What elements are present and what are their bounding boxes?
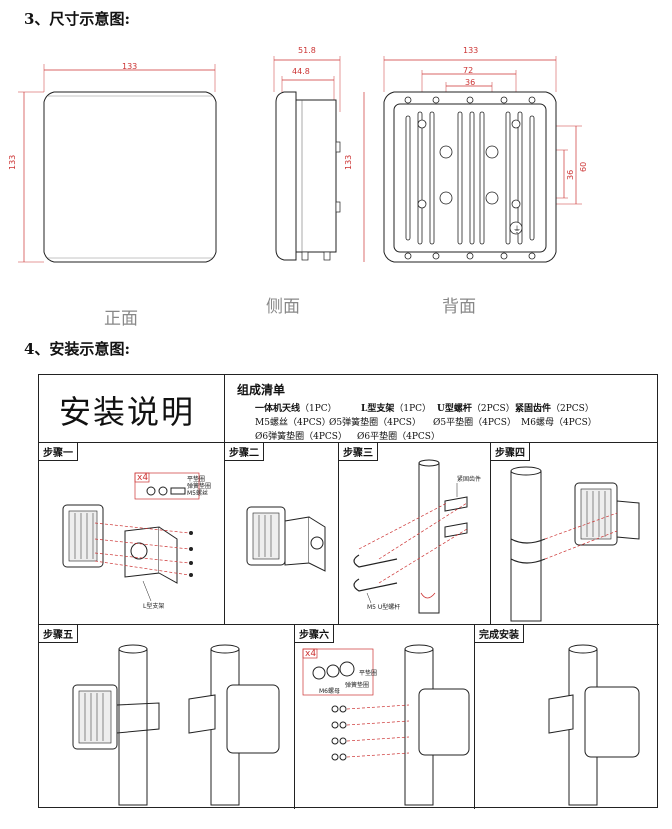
step-2-illustration	[246, 506, 326, 572]
back-view-label: 背面	[442, 297, 476, 317]
back-hole-spacing-y2-dim: 36	[566, 169, 575, 180]
step-3-callout-clamp: 紧固齿件	[457, 475, 481, 483]
step-1-callout-flat-washer: 平垫圈	[187, 475, 205, 483]
front-width-dim: 133	[122, 62, 138, 71]
step-complete-label: 完成安装	[475, 625, 524, 643]
step-1-illustration: x4 平垫圈 弹簧垫圈 M5螺丝 L型支架	[62, 472, 211, 610]
step-6-label: 步骤六	[295, 625, 334, 643]
side-view-label: 侧面	[266, 297, 300, 317]
parts-list-title: 组成清单	[237, 383, 286, 397]
back-hole-spacing-x1-dim: 72	[463, 66, 474, 75]
step-1-panel: 步骤一 x4 平垫圈 弹簧垫圈 M5螺丝 L型支架	[39, 443, 225, 625]
step-4-illustration	[510, 466, 640, 622]
section-3-heading: 3、尺寸示意图:	[24, 10, 130, 28]
step-6-callout-qty: x4	[305, 649, 316, 659]
part-item: Ø6平垫圈（4PCS）	[357, 432, 440, 442]
part-item: 一体机天线（1PC）	[255, 404, 337, 414]
front-height-dim: 133	[8, 154, 17, 170]
part-item: Ø5平垫圈（4PCS）	[433, 418, 516, 428]
part-item: Ø5弹簧垫圈（4PCS）	[329, 418, 421, 428]
part-item: Ø6弹簧垫圈（4PCS）	[255, 432, 347, 442]
section-4-heading: 4、安装示意图:	[24, 340, 130, 358]
step-3-illustration: 紧固齿件 M5 U型螺杆	[353, 459, 481, 614]
step-3-label: 步骤三	[339, 443, 378, 461]
back-hole-spacing-x2-dim: 36	[465, 78, 476, 87]
back-hole-spacing-y1-dim: 60	[579, 161, 588, 172]
part-item: L型支架（1PC）	[361, 404, 432, 414]
install-title: 安装说明	[59, 393, 196, 431]
back-height-dim: 133	[344, 154, 353, 170]
back-width-dim: 133	[463, 46, 479, 55]
step-2-panel: 步骤二	[225, 443, 339, 625]
step-1-label: 步骤一	[39, 443, 78, 461]
step-5-label: 步骤五	[39, 625, 78, 643]
step-1-callout-screw: M5螺丝	[187, 489, 208, 497]
step-4-panel: 步骤四	[491, 443, 659, 625]
side-depth-body-dim: 44.8	[292, 67, 310, 76]
step-5-illustration	[72, 644, 280, 806]
part-item: M5螺丝（4PCS）	[255, 418, 331, 428]
step-3-callout-u-bolt: M5 U型螺杆	[367, 603, 400, 611]
install-title-cell: 安装说明	[39, 375, 225, 443]
step-6-panel: 步骤六 x4 平垫圈 弹簧垫圈 M6螺母	[295, 625, 475, 809]
step-2-label: 步骤二	[225, 443, 264, 461]
step-5-panel: 步骤五	[39, 625, 295, 809]
step-1-part-label: L型支架	[143, 602, 164, 610]
front-view-drawing	[10, 52, 230, 272]
side-depth-total-dim: 51.8	[298, 46, 316, 55]
step-6-callout-flat-washer: 平垫圈	[359, 669, 377, 677]
part-item: U型螺杆（2PCS）	[437, 404, 515, 414]
step-6-illustration: x4 平垫圈 弹簧垫圈 M6螺母	[302, 644, 470, 806]
back-view-drawing: ⏚	[350, 52, 590, 272]
step-6-callout-spring-washer: 弹簧垫圈	[345, 681, 369, 689]
svg-text:⏚: ⏚	[513, 225, 521, 234]
step-4-label: 步骤四	[491, 443, 530, 461]
step-complete-panel: 完成安装	[475, 625, 659, 809]
installation-sheet: 安装说明 组成清单 一体机天线（1PC） L型支架（1PC） U型螺杆（2PCS…	[38, 374, 659, 809]
step-3-panel: 步骤三 紧固齿件 M5 U型螺杆	[339, 443, 491, 625]
front-view-label: 正面	[104, 309, 138, 329]
part-item: M6螺母（4PCS）	[521, 418, 597, 428]
step-1-callout-qty: x4	[137, 473, 148, 483]
step-1-callout-spring-washer: 弹簧垫圈	[187, 482, 211, 490]
parts-list: 组成清单 一体机天线（1PC） L型支架（1PC） U型螺杆（2PCS） 紧固齿…	[225, 375, 657, 443]
side-view-drawing	[262, 52, 352, 272]
step-complete-illustration	[548, 644, 640, 806]
part-item: 紧固齿件（2PCS）	[515, 404, 594, 414]
step-6-callout-nut: M6螺母	[319, 687, 340, 695]
